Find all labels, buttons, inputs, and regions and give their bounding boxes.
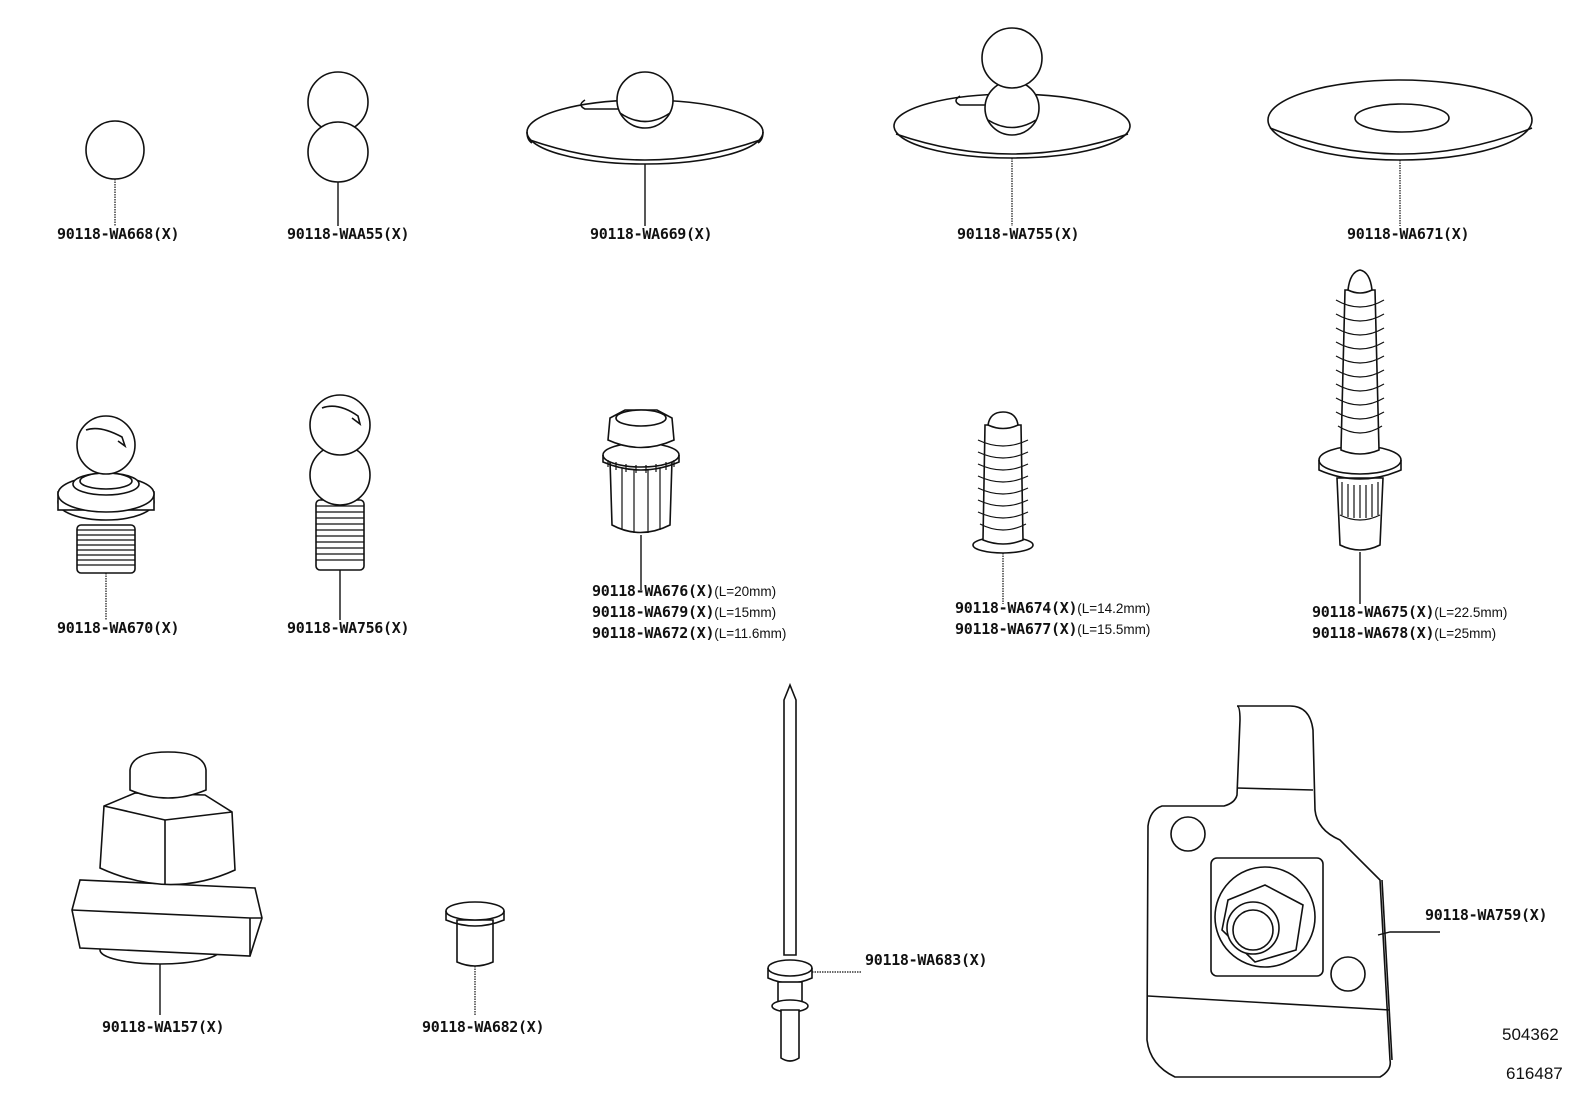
reference-number: 504362 — [1502, 1025, 1559, 1044]
part-number-text: 90118-WA759(X) — [1425, 906, 1548, 924]
part-number-text: 90118-WA671(X) — [1347, 225, 1470, 243]
part-double-ball-drawing — [307, 71, 369, 226]
length-spec: (L=15.5mm) — [1077, 622, 1151, 637]
part-number-text: 90118-WA682(X) — [422, 1018, 545, 1036]
length-spec: (L=11.6mm) — [714, 626, 787, 641]
part-ball-on-plate-drawing — [526, 71, 764, 226]
length-spec: (L=25mm) — [1434, 626, 1497, 641]
part-label: 90118-WA683(X) — [865, 950, 988, 970]
part-label: 90118-WA671(X) — [1347, 224, 1470, 244]
part-number-text: 90118-WA674(X) — [955, 599, 1078, 617]
part-small-pin-drawing — [445, 901, 505, 1015]
part-label-group: 90118-WA676(X)(L=20mm) 90118-WA679(X)(L=… — [592, 581, 786, 644]
part-label-group: 90118-WA675(X)(L=22.5mm) 90118-WA678(X)(… — [1312, 602, 1507, 644]
part-double-ball-stud-drawing — [309, 394, 371, 620]
part-number-text: 90118-WA672(X) — [592, 624, 715, 642]
part-label: 90118-WA756(X) — [287, 618, 410, 638]
length-spec: (L=20mm) — [714, 584, 777, 599]
part-label: 90118-WA669(X) — [590, 224, 713, 244]
length-spec: (L=15mm) — [714, 605, 777, 620]
part-single-ball-drawing — [85, 120, 145, 226]
part-rivet-nut-drawing — [602, 409, 680, 590]
part-label: 90118-WA157(X) — [102, 1017, 225, 1037]
part-label: 90118-WA670(X) — [57, 618, 180, 638]
part-number-text: 90118-WA678(X) — [1312, 624, 1435, 642]
part-double-ball-on-plate-drawing — [893, 27, 1131, 226]
reference-number: 616487 — [1506, 1064, 1563, 1083]
part-washer-drawing — [1267, 79, 1533, 226]
part-number-text: 90118-WA157(X) — [102, 1018, 225, 1036]
part-number-text: 90118-WA675(X) — [1312, 603, 1435, 621]
part-number-text: 90118-WAA55(X) — [287, 225, 410, 243]
part-number-text: 90118-WA670(X) — [57, 619, 180, 637]
part-number-text: 90118-WA683(X) — [865, 951, 988, 969]
part-ball-stud-flange-drawing — [57, 415, 155, 620]
part-label-group: 90118-WA674(X)(L=14.2mm) 90118-WA677(X)(… — [955, 598, 1150, 640]
part-label: 90118-WAA55(X) — [287, 224, 410, 244]
part-weld-nut-drawing — [71, 751, 263, 1015]
part-number-text: 90118-WA756(X) — [287, 619, 410, 637]
part-number-text: 90118-WA676(X) — [592, 582, 715, 600]
part-label: 90118-WA755(X) — [957, 224, 1080, 244]
part-number-text: 90118-WA668(X) — [57, 225, 180, 243]
part-threaded-rivet-stud-drawing — [1318, 269, 1402, 604]
part-blind-rivet-drawing — [767, 682, 862, 1062]
part-label: 90118-WA668(X) — [57, 224, 180, 244]
part-number-text: 90118-WA669(X) — [590, 225, 713, 243]
part-number-text: 90118-WA679(X) — [592, 603, 715, 621]
part-label: 90118-WA759(X) — [1425, 905, 1548, 925]
length-spec: (L=22.5mm) — [1434, 605, 1508, 620]
part-number-text: 90118-WA677(X) — [955, 620, 1078, 638]
length-spec: (L=14.2mm) — [1077, 601, 1151, 616]
part-label: 90118-WA682(X) — [422, 1017, 545, 1037]
part-bracket-with-nut-drawing — [1146, 705, 1440, 1078]
part-number-text: 90118-WA755(X) — [957, 225, 1080, 243]
part-threaded-stud-drawing — [972, 411, 1034, 604]
